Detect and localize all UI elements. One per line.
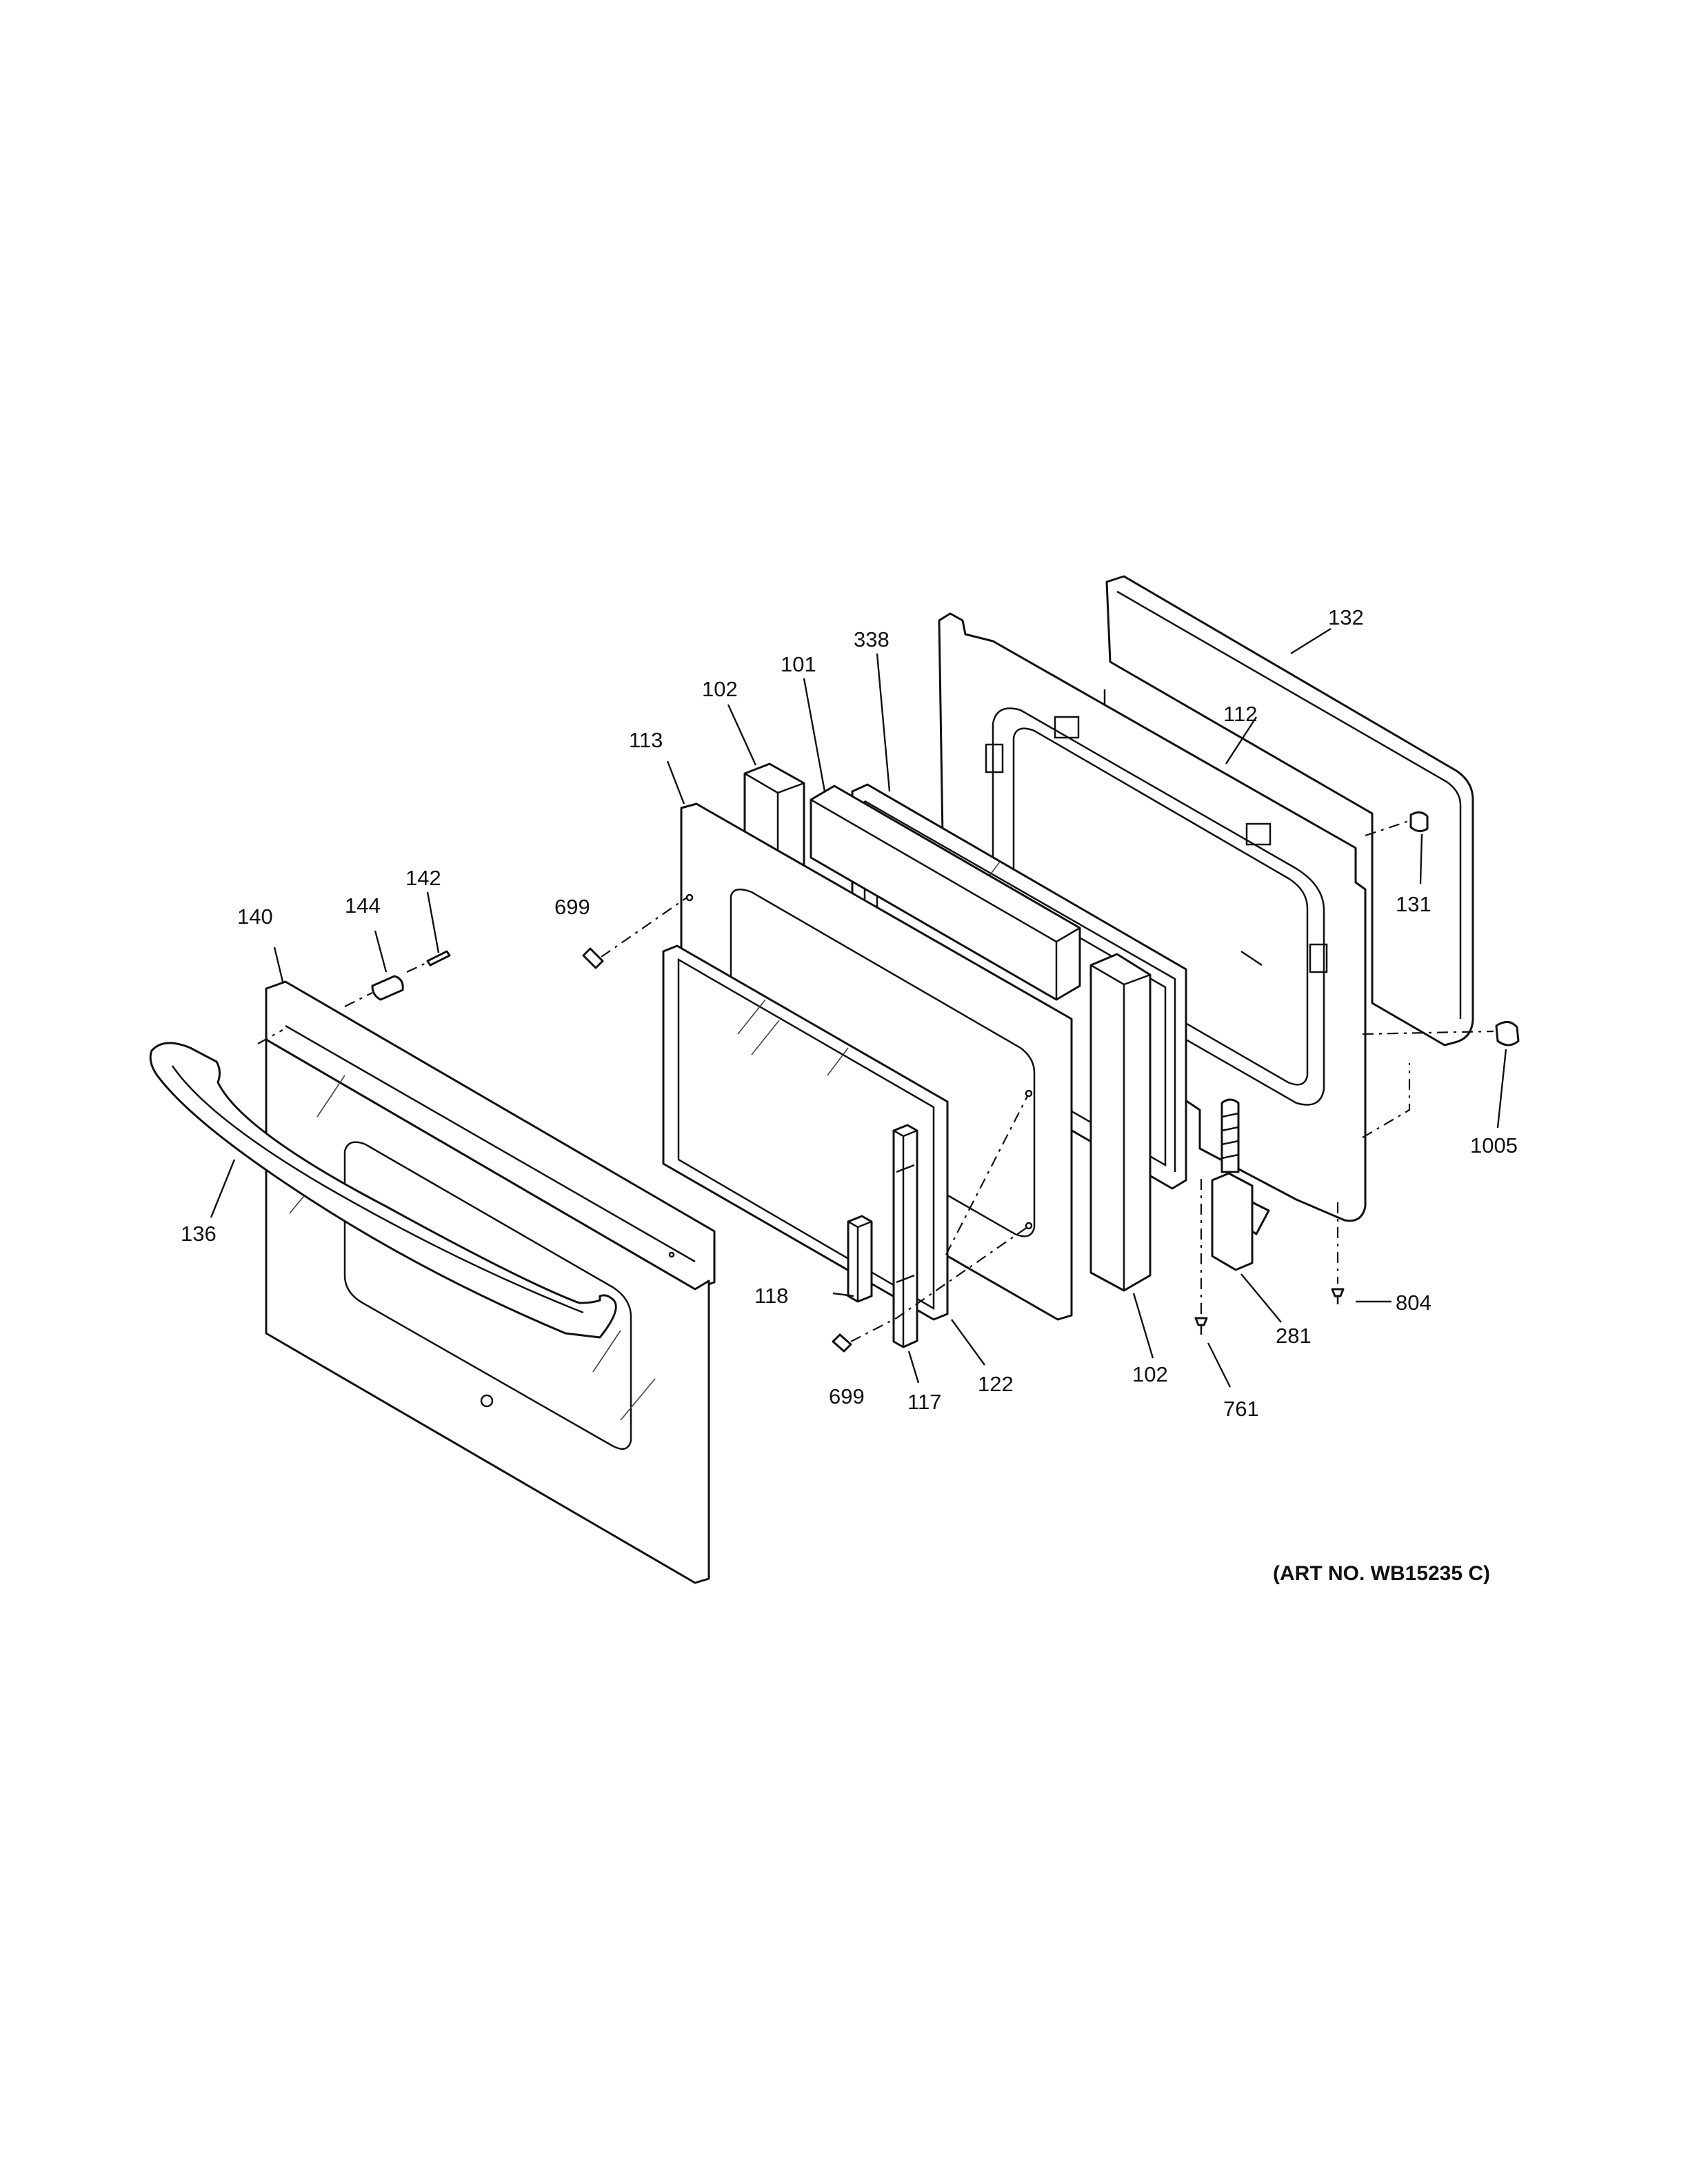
- part-142-pin[interactable]: [426, 950, 451, 967]
- part-699-screw-bottom[interactable]: [832, 1333, 852, 1353]
- part-117-bracket[interactable]: [892, 1124, 918, 1348]
- part-136-door-handle[interactable]: [149, 1042, 617, 1339]
- callout-113: 113: [629, 728, 663, 752]
- part-761-screw[interactable]: [1194, 1317, 1208, 1335]
- callout-131: 131: [1396, 892, 1431, 916]
- callout-761: 761: [1223, 1397, 1259, 1421]
- callout-117: 117: [907, 1390, 941, 1414]
- part-281-hinge[interactable]: [1211, 1098, 1270, 1271]
- callout-699-top: 699: [554, 895, 590, 919]
- callout-142: 142: [405, 866, 441, 890]
- callout-281: 281: [1276, 1324, 1312, 1348]
- assembly-lines: [257, 819, 1494, 1342]
- callout-102-bottom: 102: [1132, 1362, 1168, 1386]
- callout-1005: 1005: [1470, 1133, 1518, 1157]
- part-131-bumper[interactable]: [1409, 811, 1429, 832]
- callout-144: 144: [345, 893, 381, 918]
- callout-804: 804: [1396, 1291, 1431, 1315]
- callout-132: 132: [1328, 605, 1364, 629]
- callout-699-bottom: 699: [829, 1384, 865, 1408]
- part-144-spacer[interactable]: [371, 975, 404, 1001]
- part-699-screw-top[interactable]: [582, 947, 604, 969]
- callout-102-top: 102: [702, 677, 738, 701]
- part-122-inner-glass[interactable]: [662, 944, 949, 1321]
- callout-140: 140: [237, 904, 273, 929]
- callout-112: 112: [1223, 702, 1257, 726]
- callout-122: 122: [978, 1372, 1014, 1396]
- part-102-insulation-bottom[interactable]: [1089, 953, 1152, 1292]
- callout-118: 118: [754, 1284, 788, 1308]
- callout-101: 101: [781, 652, 816, 676]
- part-1005-screw[interactable]: [1495, 1021, 1520, 1046]
- part-118-bracket[interactable]: [847, 1215, 873, 1303]
- art-number-caption: (ART NO. WB15235 C): [1273, 1562, 1490, 1585]
- callout-136: 136: [181, 1222, 217, 1246]
- callout-338: 338: [854, 627, 890, 651]
- callout-labels: 140 144 142 136 699 113 102 101 338 132 …: [181, 605, 1518, 1421]
- outer-door-panel[interactable]: [265, 1038, 710, 1584]
- part-101-insulation[interactable]: [810, 785, 1081, 1001]
- part-804-screw[interactable]: [1331, 1288, 1345, 1304]
- leader-lines: [210, 627, 1507, 1388]
